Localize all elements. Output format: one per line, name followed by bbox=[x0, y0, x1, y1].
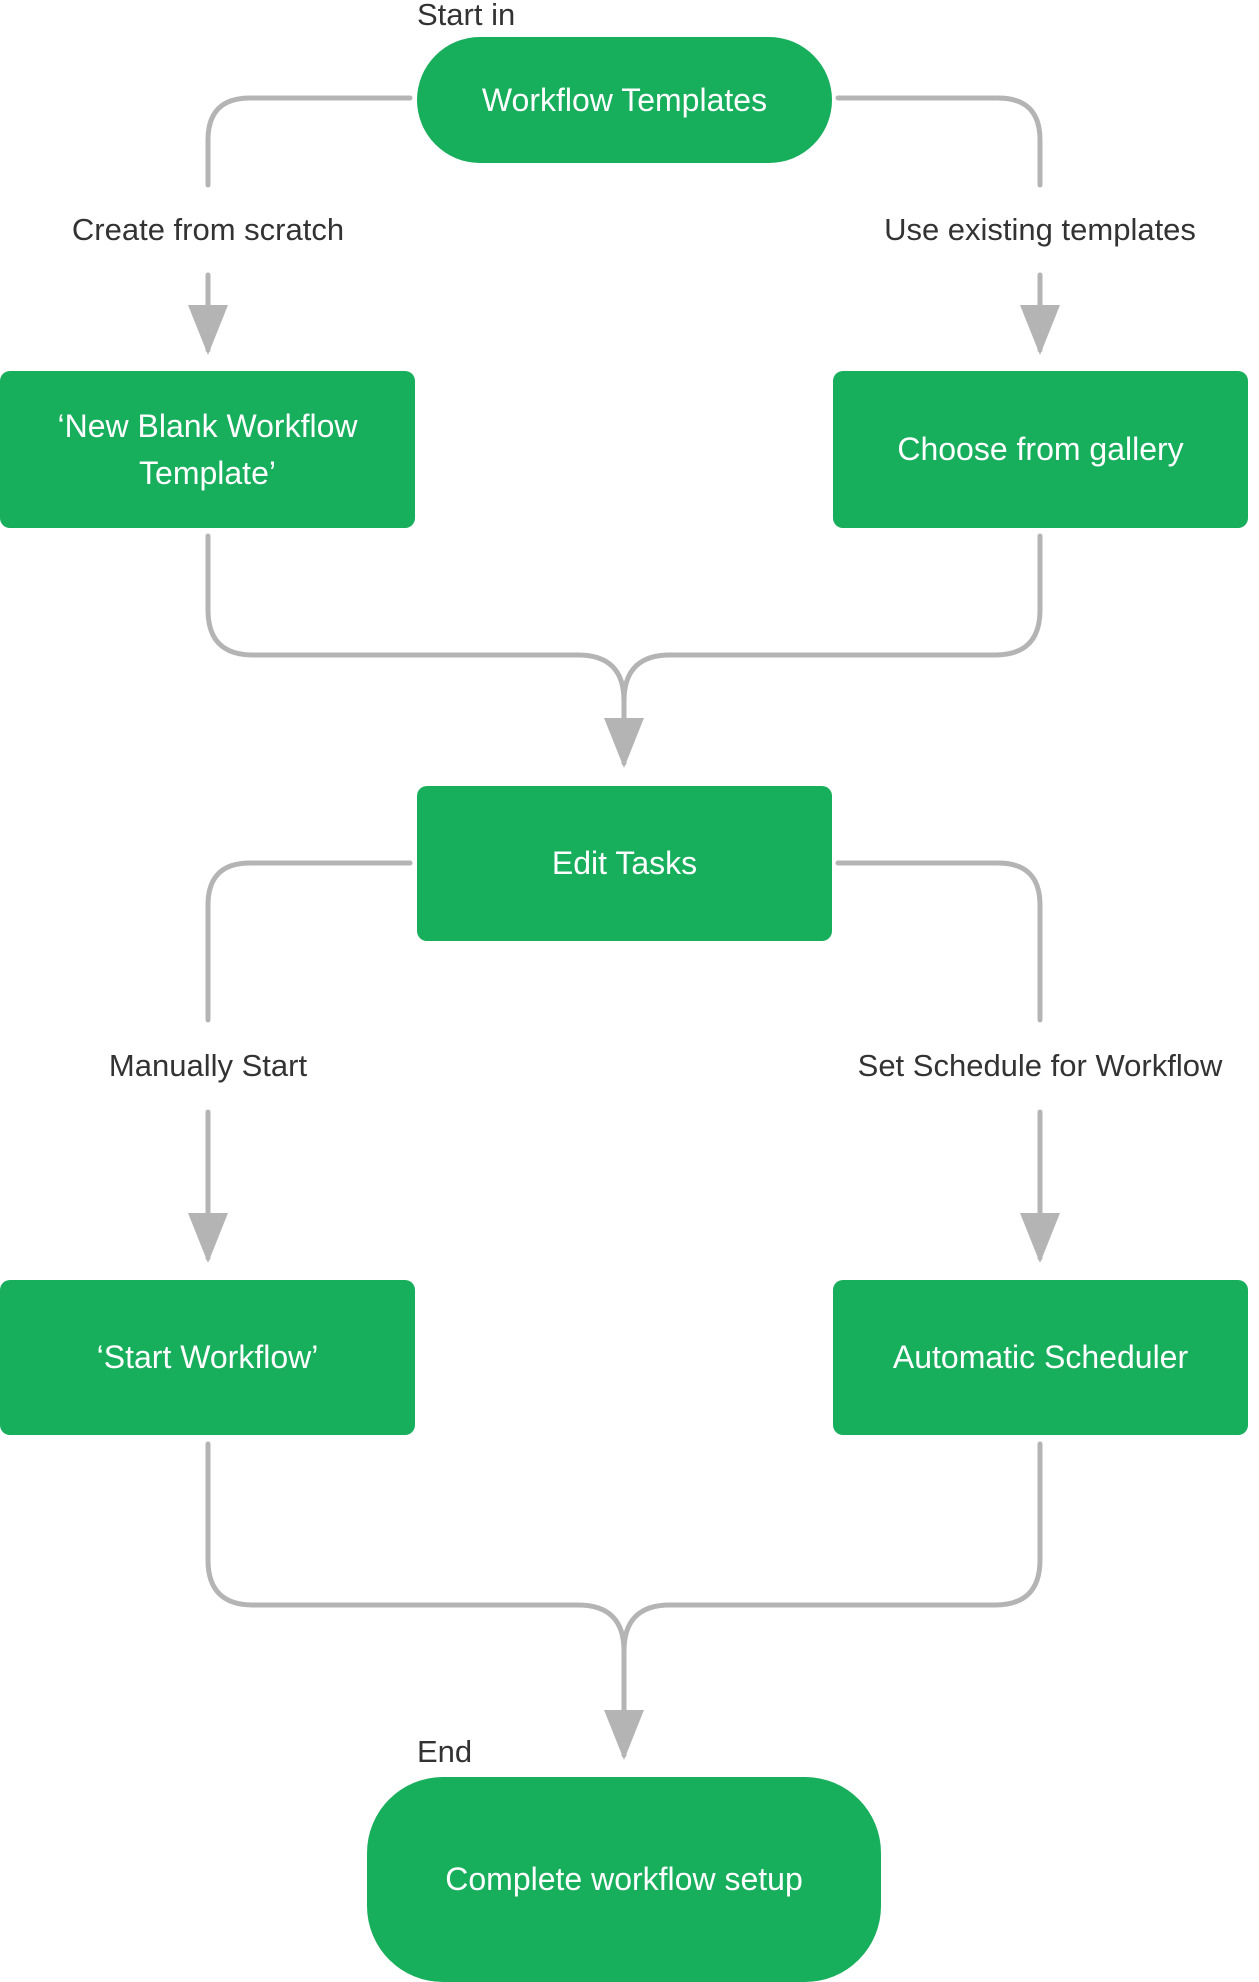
start-marker-label: Start in bbox=[417, 0, 516, 32]
edge-start-workflow-merge bbox=[205, 1441, 627, 1654]
new-blank-template-node: ‘New Blank Workflow Template’ bbox=[0, 371, 415, 528]
edge-label-use-existing-templates: Use existing templates bbox=[884, 212, 1196, 247]
edge-edit-to-manual-upper bbox=[205, 860, 413, 1023]
edge-new-blank-merge bbox=[205, 533, 627, 704]
edge-edit-to-schedule-upper bbox=[835, 860, 1043, 1023]
edge-templates-to-existing-upper bbox=[835, 95, 1043, 188]
edge-templates-to-scratch-upper bbox=[205, 95, 413, 188]
edge-label-create-from-scratch: Create from scratch bbox=[71, 212, 345, 247]
edge-label-manually-start: Manually Start bbox=[108, 1048, 308, 1083]
complete-setup-node: Complete workflow setup bbox=[367, 1777, 881, 1982]
automatic-scheduler-node: Automatic Scheduler bbox=[833, 1280, 1248, 1435]
choose-from-gallery-node: Choose from gallery bbox=[833, 371, 1248, 528]
edit-tasks-node: Edit Tasks bbox=[417, 786, 832, 941]
workflow-templates-node: Workflow Templates bbox=[417, 37, 832, 163]
end-marker-label: End bbox=[417, 1734, 473, 1769]
start-workflow-node: ‘Start Workflow’ bbox=[0, 1280, 415, 1435]
edge-gallery-merge bbox=[621, 533, 1043, 704]
edge-scheduler-merge bbox=[621, 1441, 1043, 1654]
edge-label-set-schedule: Set Schedule for Workflow bbox=[857, 1048, 1223, 1083]
